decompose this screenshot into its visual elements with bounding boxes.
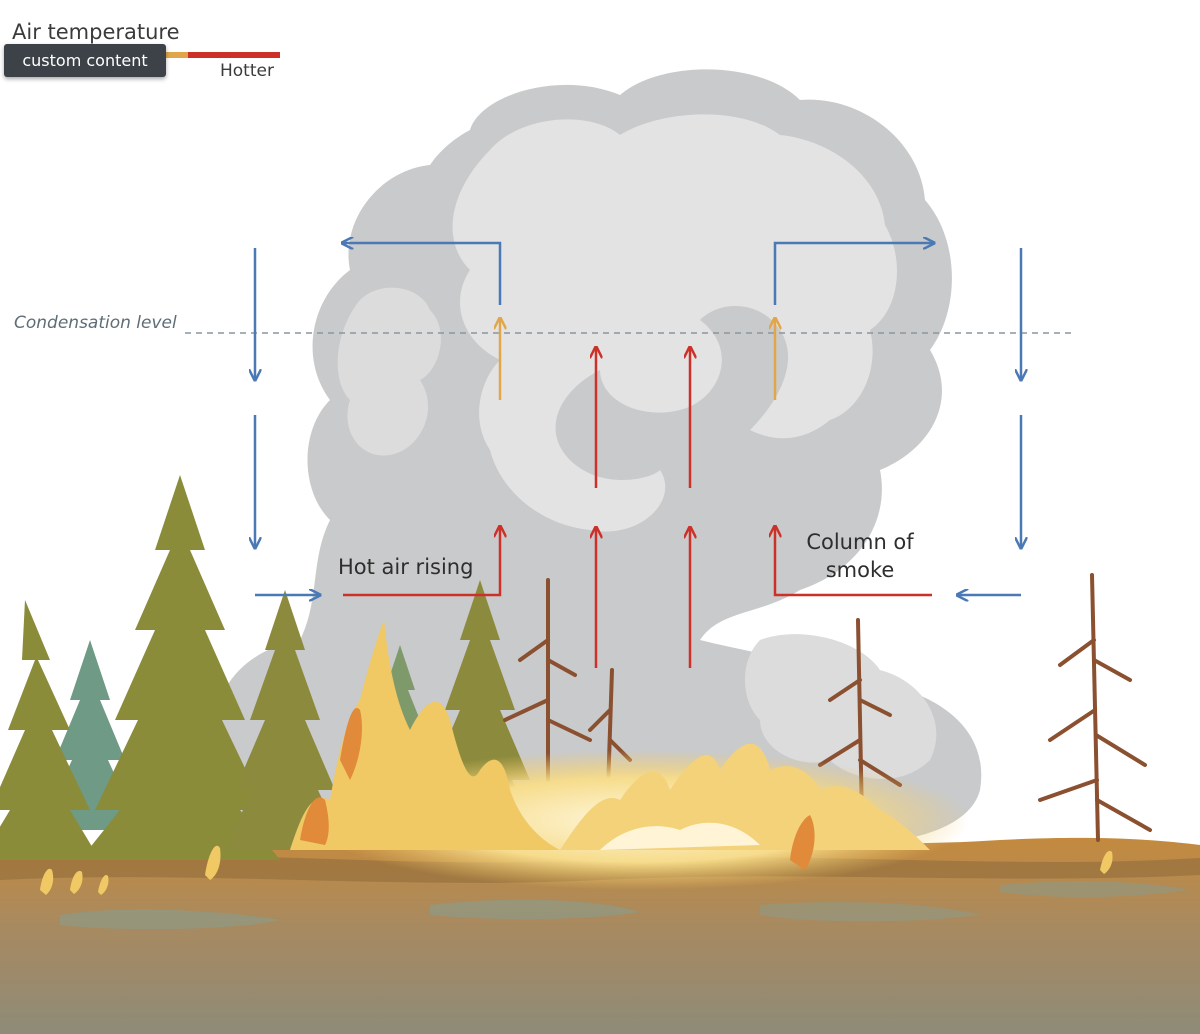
ground-puddle-3 — [760, 902, 980, 922]
smoke-inner-left — [337, 287, 441, 456]
legend-title: Air temperature — [12, 20, 180, 44]
arrow-up-icon — [775, 526, 932, 597]
condensation-level-label: Condensation level — [14, 313, 177, 333]
ground — [0, 837, 1200, 1034]
fire — [40, 620, 1113, 895]
ground-puddle-1 — [60, 909, 280, 930]
legend-hotter-label: Hotter — [220, 61, 274, 81]
tree-large-left — [0, 600, 100, 860]
legend-bar-hotter — [188, 52, 280, 58]
column-of-smoke-line2: smoke — [825, 558, 895, 582]
ground-base — [0, 837, 1200, 1034]
tree-large-center — [80, 475, 280, 860]
hot-air-rising-label: Hot air rising — [338, 555, 474, 579]
smoke-cloud — [213, 69, 982, 843]
hot-air-arrows — [343, 347, 932, 668]
flames-orange-3 — [790, 815, 815, 870]
legend-bar-warm — [164, 52, 188, 58]
arrow-left-icon — [342, 243, 502, 305]
column-of-smoke-line1: Column of — [806, 530, 914, 554]
flames-core — [600, 822, 760, 850]
flames-orange-1 — [300, 797, 329, 845]
smoke-inner — [452, 114, 897, 532]
flames-center — [560, 743, 930, 850]
arrow-right-icon — [773, 243, 934, 305]
ground-puddle-2 — [430, 899, 640, 920]
arrow-up-icon — [343, 526, 500, 597]
smoke-inner-right — [745, 634, 937, 779]
dead-tree-4 — [1038, 573, 1152, 842]
tree-medium — [225, 590, 345, 850]
cool-air-arrows — [255, 243, 1021, 595]
flames-left — [290, 620, 560, 850]
column-of-smoke-label: Column of smoke — [790, 528, 930, 584]
flames-small-right — [1100, 850, 1113, 874]
ground-puddle-4 — [1000, 881, 1190, 897]
dead-tree-1 — [503, 578, 592, 782]
custom-content-tooltip: custom content — [4, 44, 166, 77]
warm-air-arrows — [500, 318, 775, 400]
flames-orange-2 — [340, 708, 362, 780]
